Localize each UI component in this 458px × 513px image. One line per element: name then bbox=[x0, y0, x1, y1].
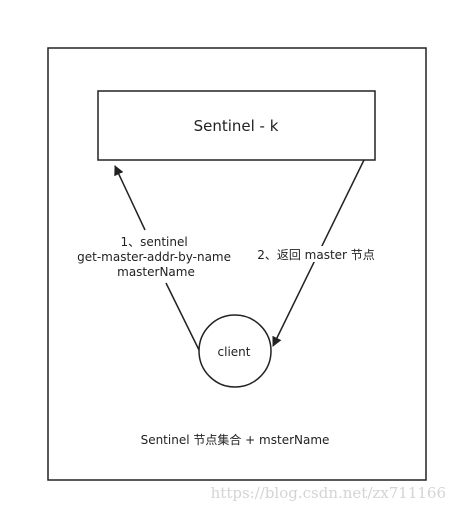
query-arrow-line-upper bbox=[114, 165, 146, 231]
query-arrow-label-line-3: masterName bbox=[117, 265, 195, 279]
query-arrow-label-line-2: get-master-addr-by-name bbox=[77, 250, 231, 264]
client-node-circle bbox=[198, 314, 272, 388]
query-arrow-label-line-1: 1、sentinel bbox=[120, 235, 187, 249]
response-arrow-label: 2、返回 master 节点 bbox=[257, 248, 375, 262]
sentinel-node-box bbox=[97, 90, 376, 161]
sentinel-set-container bbox=[47, 47, 427, 481]
watermark-text: https://blog.csdn.net/zx711166 bbox=[211, 484, 446, 502]
query-arrow-label: 1、sentinel get-master-addr-by-name maste… bbox=[77, 235, 235, 279]
sentinel-node-label: Sentinel - k bbox=[194, 117, 279, 135]
response-arrow-label-bg bbox=[254, 246, 378, 262]
sentinel-set-caption: Sentinel 节点集合 + msterName bbox=[141, 432, 330, 447]
client-node-label: client bbox=[218, 345, 251, 359]
query-arrow-line-lower bbox=[165, 282, 200, 351]
